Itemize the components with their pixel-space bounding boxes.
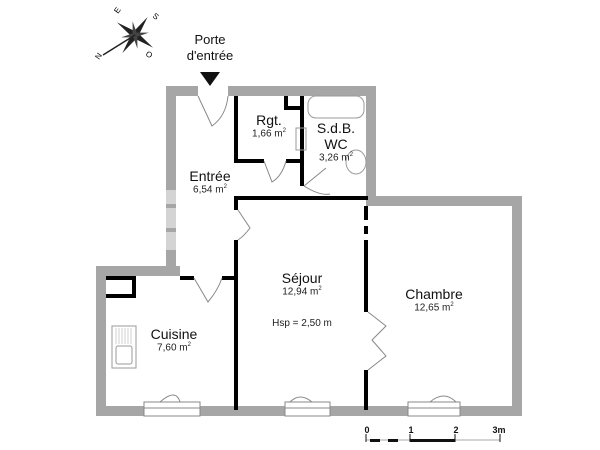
entrance-label: Porte d'entrée xyxy=(187,32,234,64)
room-entree-name: Entrée xyxy=(189,168,231,184)
room-sejour: Séjour 12,94 m2 xyxy=(282,270,322,297)
room-rgt-area: 1,66 m2 xyxy=(252,128,286,140)
compass-s: S xyxy=(151,11,161,21)
windows xyxy=(143,394,461,417)
room-chambre-name: Chambre xyxy=(405,286,463,302)
sink-drainer xyxy=(115,328,132,344)
room-cuisine: Cuisine 7,60 m2 xyxy=(151,326,198,353)
room-sdb-name: S.d.B. xyxy=(316,120,356,136)
room-sejour-name: Séjour xyxy=(281,270,323,286)
scale-bar xyxy=(365,434,501,442)
room-rgt-name: Rgt. xyxy=(256,112,282,128)
compass-n: N xyxy=(93,51,104,61)
door-swings xyxy=(193,95,387,371)
room-rgt: Rgt. 1,66 m2 xyxy=(252,112,286,139)
scale-tick-1: 1 xyxy=(408,425,414,435)
room-sdb-wc: S.d.B. WC 3,26 m2 xyxy=(317,120,355,163)
room-entree-area: 6,54 m2 xyxy=(193,184,227,196)
compass-rose-icon xyxy=(102,16,154,56)
fixtures xyxy=(111,95,367,369)
scale-tick-3: 3m xyxy=(492,425,506,435)
room-chambre: Chambre 12,65 m2 xyxy=(405,286,463,313)
room-chambre-area: 12,65 m2 xyxy=(414,302,454,314)
room-cuisine-area: 7,60 m2 xyxy=(157,342,191,354)
scale-tick-2: 2 xyxy=(453,425,459,435)
entrance-arrow-icon xyxy=(200,72,220,86)
room-sdb-area: 3,26 m2 xyxy=(319,152,353,164)
room-entree: Entrée 6,54 m2 xyxy=(189,168,230,195)
interior-walls xyxy=(106,96,368,410)
entrance-label-line1: Porte xyxy=(194,32,226,47)
scale-tick-0: 0 xyxy=(364,425,370,435)
compass-e: E xyxy=(112,6,122,16)
compass-o: O xyxy=(144,49,154,60)
ceiling-height-note: Hsp = 2,50 m xyxy=(272,318,332,329)
room-sejour-area: 12,94 m2 xyxy=(282,286,322,298)
room-wc-name: WC xyxy=(324,136,348,152)
exterior-walls xyxy=(96,86,522,416)
room-cuisine-name: Cuisine xyxy=(150,326,198,342)
entrance-label-line2: d'entrée xyxy=(186,48,234,63)
